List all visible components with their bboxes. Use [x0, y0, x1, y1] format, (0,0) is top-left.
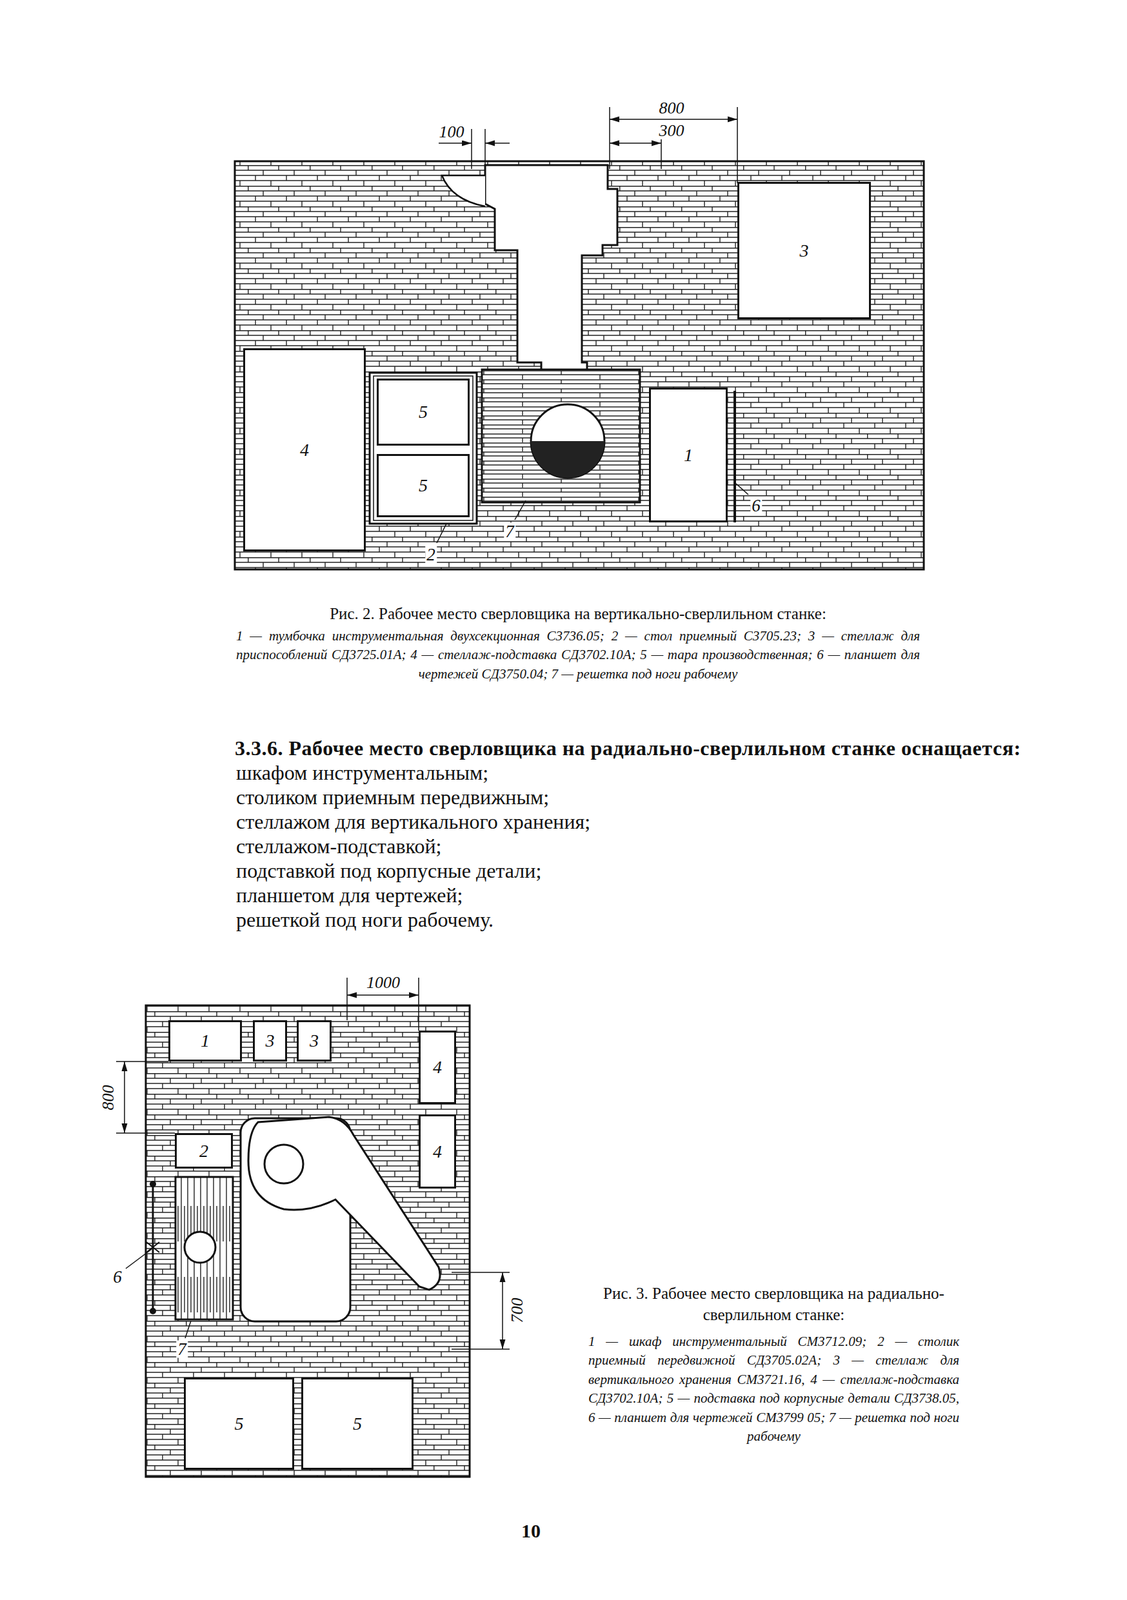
list-item: шкафом инструментальным; [236, 760, 1011, 786]
equipment-box: 3 [252, 1020, 288, 1062]
figure-legend: 1 — тумбочка инструментальная двухсекцио… [236, 627, 920, 684]
list-item: стеллажом для вертикального хранения; [236, 809, 1011, 835]
callout-number: 3 [799, 241, 809, 260]
equipment-box: 4 [418, 1030, 457, 1105]
callout-number: 6 [750, 497, 762, 515]
callout-number: 4 [432, 1143, 442, 1162]
dimension: 700 [508, 1297, 526, 1326]
dimension: 800 [658, 99, 686, 117]
callout-number: 4 [299, 441, 310, 460]
callout-number: 2 [425, 546, 437, 564]
callout-number: 1 [200, 1032, 210, 1051]
callout-number: 3 [265, 1032, 275, 1051]
equipment-box: 2 [174, 1133, 233, 1169]
list-item: стеллажом-подставкой; [236, 834, 1011, 859]
equipment-box: 4 [418, 1114, 457, 1189]
callout-number: 6 [111, 1268, 124, 1287]
page-number: 10 [521, 1521, 541, 1542]
callout-number: 5 [418, 476, 428, 495]
dimension: 1000 [365, 974, 402, 992]
figure-caption: Рис. 2. Рабочее место сверловщика на вер… [236, 603, 920, 626]
equipment-box: 5 [183, 1377, 295, 1471]
callout-number: 1 [683, 446, 693, 465]
callout-number: 2 [199, 1142, 209, 1161]
list-item: подставкой под корпусные детали; [236, 858, 1011, 884]
dimension: 100 [438, 123, 466, 141]
callout-number: 4 [432, 1058, 442, 1077]
equipment-box: 5 [301, 1377, 414, 1471]
equipment-box: 1 [168, 1020, 242, 1062]
equipment-box: 3 [737, 181, 871, 320]
callout-number: 5 [352, 1415, 362, 1434]
list-item: решеткой под ноги рабочему. [236, 907, 1011, 933]
callout-number: 3 [309, 1032, 319, 1051]
section-heading: 3.3.6. Рабочее место сверловщика на ради… [234, 736, 1100, 761]
equipment-box: 4 [243, 348, 366, 552]
equipment-box: 3 [296, 1020, 332, 1062]
dimension: 800 [99, 1084, 117, 1113]
list-item: планшетом для чертежей; [236, 883, 1011, 908]
equipment-box: 1 [648, 387, 728, 523]
list-item: столиком приемным передвижным; [236, 785, 1011, 810]
callout-number: 5 [418, 403, 428, 422]
callout-number: 5 [234, 1415, 244, 1434]
callout-number: 7 [176, 1341, 188, 1359]
callout-number: 7 [503, 523, 516, 541]
dimension: 300 [658, 122, 686, 140]
equipment-box: 5 [376, 454, 470, 518]
equipment-box: 5 [376, 378, 470, 446]
figure-legend: 1 — шкаф инструментальный СМ3712.09; 2 —… [588, 1332, 960, 1447]
figure-caption: Рис. 3. Рабочее место сверловщика на рад… [588, 1283, 960, 1326]
